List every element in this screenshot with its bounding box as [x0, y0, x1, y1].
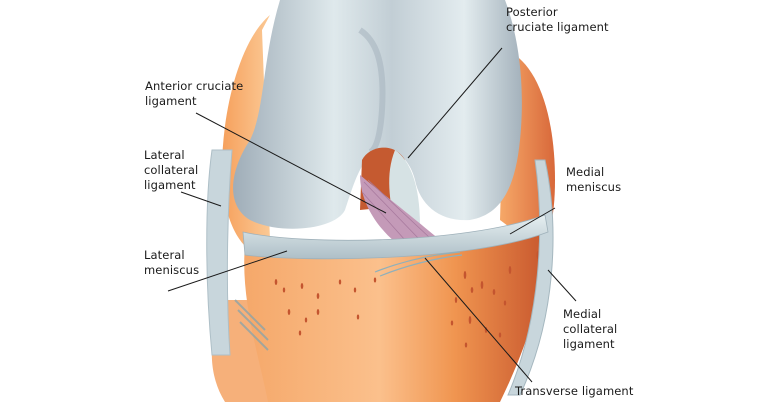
meniscus-band [242, 214, 549, 260]
bone-texture [274, 251, 540, 348]
label-anterior-cruciate-ligament: Anterior cruciate ligament [145, 79, 244, 108]
label-medial-collateral-ligament: Medial collateral ligament [563, 307, 618, 351]
leader-lines [167, 47, 577, 383]
label-lateral-meniscus: Lateral meniscus [144, 248, 200, 277]
label-posterior-cruciate-ligament: Posterior cruciate ligament [506, 5, 609, 34]
label-medial-meniscus: Medial meniscus [566, 165, 622, 194]
tibia [244, 235, 545, 402]
label-lateral-collateral-ligament: Lateral collateral ligament [144, 148, 199, 192]
femur [233, 0, 522, 229]
label-transverse-ligament: Transverse ligament [515, 384, 634, 398]
lateral-collateral-ligament-shape [206, 149, 233, 356]
